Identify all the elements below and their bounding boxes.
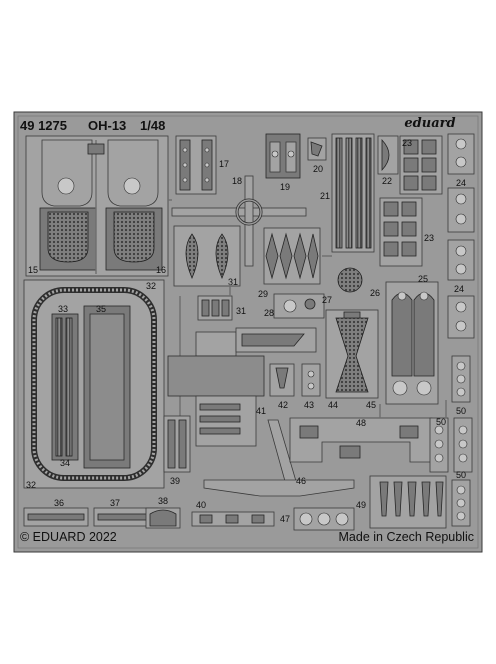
label-50a: 50	[456, 406, 466, 416]
part-21	[331, 133, 375, 253]
label-33: 33	[58, 304, 68, 314]
label-34: 34	[60, 458, 70, 468]
model-name: OH-13	[88, 118, 126, 133]
part-41	[167, 296, 317, 447]
part-49	[369, 475, 447, 529]
scale-label: 1/48	[140, 118, 165, 133]
label-46: 46	[296, 476, 306, 486]
label-30: 31	[228, 277, 238, 287]
label-20: 20	[313, 164, 323, 174]
part-24-lower	[447, 239, 475, 339]
label-15: 15	[28, 265, 38, 275]
origin-label: Made in Czech Republic	[339, 530, 475, 544]
label-19: 19	[280, 182, 290, 192]
part-29	[263, 227, 321, 285]
label-21: 21	[320, 191, 330, 201]
part-31	[197, 295, 233, 321]
part-47	[293, 507, 355, 531]
brand-logo: eduard	[404, 116, 455, 131]
label-18: 18	[232, 176, 242, 186]
part-36-37	[23, 507, 159, 527]
part-22	[377, 135, 399, 175]
label-32b: 32	[26, 480, 36, 490]
label-29: 29	[258, 289, 268, 299]
label-37: 37	[110, 498, 120, 508]
part-27-28	[273, 293, 325, 319]
label-43: 43	[304, 400, 314, 410]
label-17: 17	[219, 159, 229, 169]
part-20	[307, 137, 327, 161]
part-39	[163, 415, 191, 473]
label-50c: 50	[456, 470, 466, 480]
label-23b: 23	[424, 233, 434, 243]
label-40: 40	[196, 500, 206, 510]
label-24b: 24	[454, 284, 464, 294]
part-19	[265, 133, 301, 179]
label-35: 35	[96, 304, 106, 314]
label-41: 41	[256, 406, 266, 416]
label-31: 31	[236, 306, 246, 316]
label-45: 45	[366, 400, 376, 410]
part-17	[175, 135, 217, 195]
part-15-16-group	[25, 135, 169, 277]
label-48: 48	[356, 418, 366, 428]
part-30	[173, 225, 241, 287]
part-40	[191, 511, 275, 527]
label-38: 38	[158, 496, 168, 506]
label-22: 22	[382, 176, 392, 186]
label-16: 16	[156, 265, 166, 275]
label-50b: 50	[436, 417, 446, 427]
part-23-upper	[399, 135, 443, 195]
label-28: 28	[264, 308, 274, 318]
part-46	[203, 419, 355, 497]
label-32a: 32	[146, 281, 156, 291]
part-25	[385, 281, 439, 405]
product-number: 49 1275	[20, 118, 67, 133]
label-25: 25	[418, 274, 428, 284]
part-26	[337, 267, 363, 293]
part-24-upper	[447, 133, 475, 233]
part-50	[429, 355, 473, 527]
copyright: © EDUARD 2022	[20, 530, 117, 544]
label-47: 47	[280, 514, 290, 524]
part-32-35-floor	[23, 279, 165, 489]
label-44: 44	[328, 400, 338, 410]
label-36: 36	[54, 498, 64, 508]
part-23-lower	[379, 197, 423, 267]
label-39: 39	[170, 476, 180, 486]
label-49: 49	[356, 500, 366, 510]
label-23a: 23	[402, 138, 412, 148]
label-42: 42	[278, 400, 288, 410]
label-27: 27	[322, 295, 332, 305]
label-24a: 24	[456, 178, 466, 188]
part-18	[171, 175, 307, 267]
part-42-43	[269, 363, 321, 397]
label-26: 26	[370, 288, 380, 298]
part-38	[145, 507, 181, 529]
part-44-45	[325, 309, 379, 399]
